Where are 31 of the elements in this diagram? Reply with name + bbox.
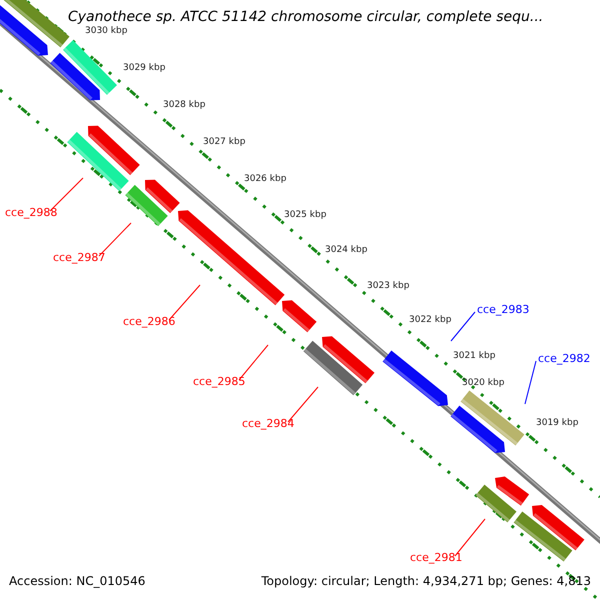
leader-line <box>450 312 476 342</box>
tick-label: 3030 kbp <box>85 27 128 36</box>
tick-label: 3026 kbp <box>244 175 286 184</box>
leader-line <box>524 360 536 404</box>
gene-label: cce_2982 <box>538 353 590 364</box>
gene-label: cce_2988 <box>5 207 58 218</box>
tick-label: 3027 kbp <box>203 138 246 147</box>
tick-label: 3028 kbp <box>163 101 206 110</box>
leader-line <box>50 178 84 212</box>
leader-line <box>238 344 268 380</box>
tick-label: 3020 kbp <box>462 379 504 388</box>
tick-label: 3021 kbp <box>453 352 496 361</box>
gene-label: cce_2983 <box>477 304 530 315</box>
accession-text: Accession: NC_010546 <box>9 575 146 587</box>
tick-label: 3019 kbp <box>536 419 578 428</box>
tick-label: 3022 kbp <box>409 316 452 325</box>
tick-label: 3023 kbp <box>367 282 410 291</box>
tick-label: 3024 kbp <box>325 246 368 255</box>
leader-line <box>168 284 200 320</box>
leader-line <box>288 386 318 422</box>
gene-label: cce_2986 <box>123 316 176 327</box>
leader-line <box>98 222 132 256</box>
tick-label: 3029 kbp <box>123 64 166 73</box>
gene-label: cce_2981 <box>410 552 462 563</box>
gene-label: cce_2987 <box>53 252 106 263</box>
gene-label: cce_2985 <box>193 376 246 387</box>
title: Cyanothece sp. ATCC 51142 chromosome circular, complete sequ... <box>68 10 544 24</box>
gene-label: cce_2984 <box>242 418 294 429</box>
tick-label: 3025 kbp <box>284 211 326 220</box>
summary-text: Topology: circular; Length: 4,934,271 bp; Genes: 4,813 <box>261 575 591 587</box>
leader-line <box>454 518 486 556</box>
